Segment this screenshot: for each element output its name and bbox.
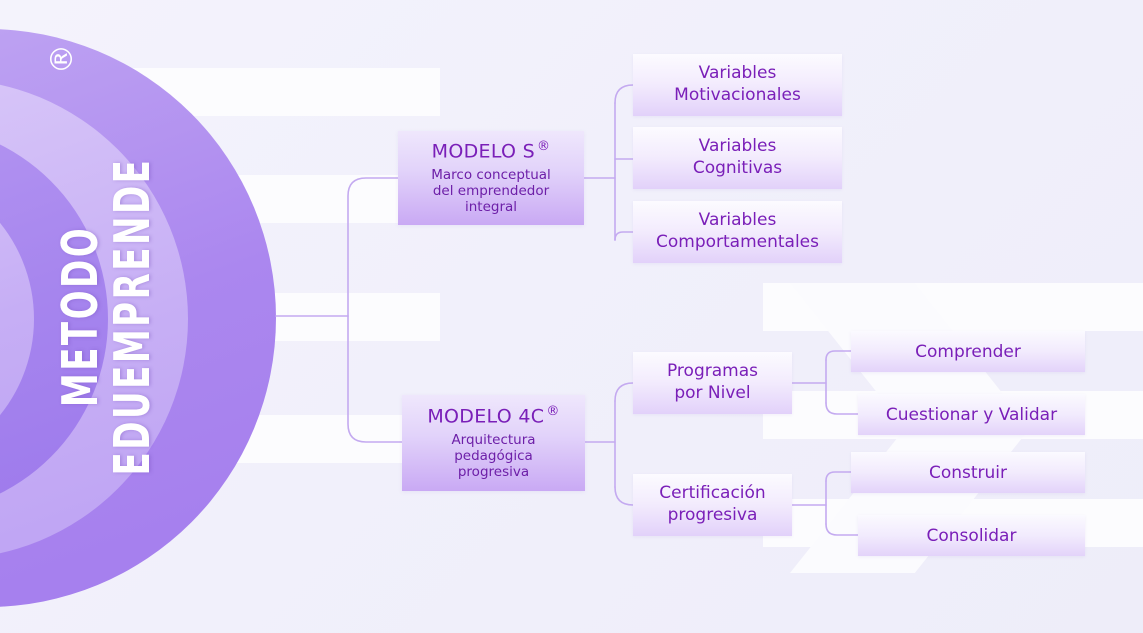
wire-step-comprender	[825, 350, 852, 361]
node-certificacion-progresiva[interactable]: Certificación progresiva	[633, 474, 792, 536]
node-variables-comportamentales[interactable]: Variables Comportamentales	[633, 201, 842, 263]
wire-step-cuestionar	[825, 402, 859, 415]
wire-s-child-1	[614, 84, 634, 104]
node-modelo-4c-title-text: MODELO 4C	[427, 405, 545, 428]
wire-step-consolidar	[825, 523, 859, 536]
node-variables-motivacionales[interactable]: Variables Motivacionales	[633, 54, 842, 116]
node-variables-cognitivas[interactable]: Variables Cognitivas	[633, 127, 842, 189]
node-step-cuestionar-y-validar[interactable]: Cuestionar y Validar	[858, 394, 1085, 435]
wire-4c-child-1	[614, 382, 634, 402]
node-modelo-s-title: MODELO S®	[431, 139, 551, 163]
node-modelo-s-subtitle: Marco conceptual del emprendedor integra…	[431, 167, 551, 216]
node-programas-por-nivel[interactable]: Programas por Nivel	[633, 352, 792, 414]
registered-icon-modelo-4c: ®	[546, 404, 560, 419]
node-step-comprender[interactable]: Comprender	[851, 331, 1085, 372]
node-modelo-s-title-text: MODELO S	[431, 140, 536, 163]
wire-s-child-3	[614, 231, 634, 241]
node-step-consolidar[interactable]: Consolidar	[858, 515, 1085, 556]
node-modelo-4c-title: MODELO 4C®	[427, 404, 560, 428]
node-modelo-s[interactable]: MODELO S® Marco conceptual del emprended…	[398, 131, 584, 225]
registered-icon-modelo-s: ®	[537, 139, 551, 154]
wire-4c-child-2	[614, 486, 634, 506]
wire-trunk	[347, 177, 399, 317]
node-modelo-4c[interactable]: MODELO 4C® Arquitectura pedagógica progr…	[402, 395, 585, 491]
wire-trunk-lower	[347, 315, 403, 443]
node-step-construir[interactable]: Construir	[851, 452, 1085, 493]
wire-step-construir	[825, 471, 852, 482]
node-modelo-4c-subtitle: Arquitectura pedagógica progresiva	[451, 432, 536, 481]
